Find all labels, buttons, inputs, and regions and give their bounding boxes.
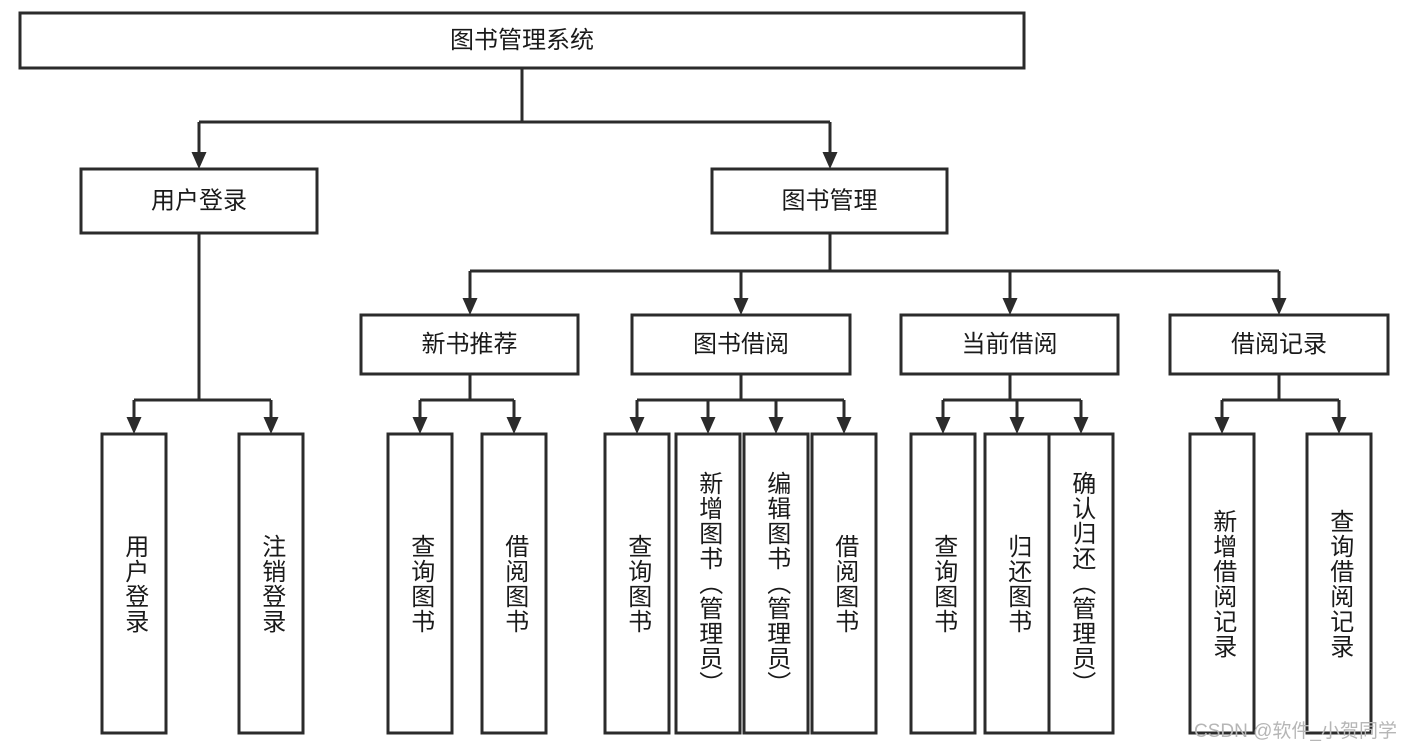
node-leaf-cb-confirm[interactable] (1047, 432, 1115, 735)
node-label: 图书管理 (782, 187, 878, 214)
node-leaf-bb-edit[interactable] (742, 432, 810, 735)
node-box (983, 432, 1051, 735)
arrow-head-icon (733, 298, 749, 315)
arrow-head-icon (629, 417, 645, 434)
node-box (359, 313, 580, 376)
arrow-head-icon (1073, 417, 1089, 434)
node-label: 当前借阅 (962, 331, 1058, 358)
node-book-manage[interactable]: 图书管理 (710, 167, 949, 235)
node-box (18, 11, 1026, 70)
edge-group-current-borrow (935, 374, 1089, 434)
edge-group-borrow-record (1214, 374, 1347, 434)
node-book-borrow[interactable]: 图书借阅 (630, 313, 852, 376)
node-box (810, 432, 878, 735)
node-label: 图书借阅 (693, 331, 789, 358)
node-box (100, 432, 168, 735)
node-leaf-rec-borrow[interactable] (480, 432, 548, 735)
node-box (79, 167, 319, 235)
node-leaf-cb-query[interactable] (909, 432, 977, 735)
node-borrow-record[interactable]: 借阅记录 (1168, 313, 1390, 376)
node-leaf-bb-add[interactable] (674, 432, 742, 735)
node-box (742, 432, 810, 735)
node-leaf-user-login[interactable] (100, 432, 168, 735)
node-box (710, 167, 949, 235)
node-box (1168, 313, 1390, 376)
edge-group-new-book-rec (412, 374, 522, 434)
arrow-head-icon (191, 152, 207, 169)
arrow-head-icon (462, 298, 478, 315)
node-leaf-cb-return[interactable] (983, 432, 1051, 735)
node-leaf-br-add[interactable] (1188, 432, 1256, 735)
node-box (674, 432, 742, 735)
watermark: CSDN @软件_小贺同学 (1194, 721, 1397, 742)
node-box (1305, 432, 1373, 735)
edges-layer (126, 68, 1347, 434)
edge-group-book-manage (462, 233, 1287, 315)
node-label: 借阅记录 (1231, 331, 1327, 358)
node-label: 用户登录 (151, 187, 247, 214)
arrow-head-icon (263, 417, 279, 434)
arrow-head-icon (1009, 417, 1025, 434)
node-leaf-bb-query[interactable] (603, 432, 671, 735)
arrow-head-icon (935, 417, 951, 434)
arrow-head-icon (506, 417, 522, 434)
arrow-head-icon (412, 417, 428, 434)
node-label: 图书管理系统 (450, 27, 594, 54)
arrow-head-icon (836, 417, 852, 434)
node-box (899, 313, 1120, 376)
edge-group-root (191, 68, 838, 169)
node-box (603, 432, 671, 735)
arrow-head-icon (700, 417, 716, 434)
node-new-book-rec[interactable]: 新书推荐 (359, 313, 580, 376)
node-box (630, 313, 852, 376)
node-leaf-user-logout[interactable] (237, 432, 305, 735)
node-leaf-rec-query[interactable] (386, 432, 454, 735)
node-box (480, 432, 548, 735)
arrow-head-icon (1271, 298, 1287, 315)
node-box (1047, 432, 1115, 735)
node-leaf-bb-borrow[interactable] (810, 432, 878, 735)
edge-group-user-login (126, 233, 279, 434)
arrow-head-icon (768, 417, 784, 434)
node-box (386, 432, 454, 735)
arrow-head-icon (1002, 298, 1018, 315)
node-box (237, 432, 305, 735)
arrow-head-icon (1214, 417, 1230, 434)
node-box (909, 432, 977, 735)
node-root[interactable]: 图书管理系统 (18, 11, 1026, 70)
node-user-login[interactable]: 用户登录 (79, 167, 319, 235)
arrow-head-icon (126, 417, 142, 434)
node-box (1188, 432, 1256, 735)
arrow-head-icon (1331, 417, 1347, 434)
node-label: 新书推荐 (422, 331, 518, 358)
edge-group-book-borrow (629, 374, 852, 434)
arrow-head-icon (822, 152, 838, 169)
node-leaf-br-query[interactable] (1305, 432, 1373, 735)
node-current-borrow[interactable]: 当前借阅 (899, 313, 1120, 376)
